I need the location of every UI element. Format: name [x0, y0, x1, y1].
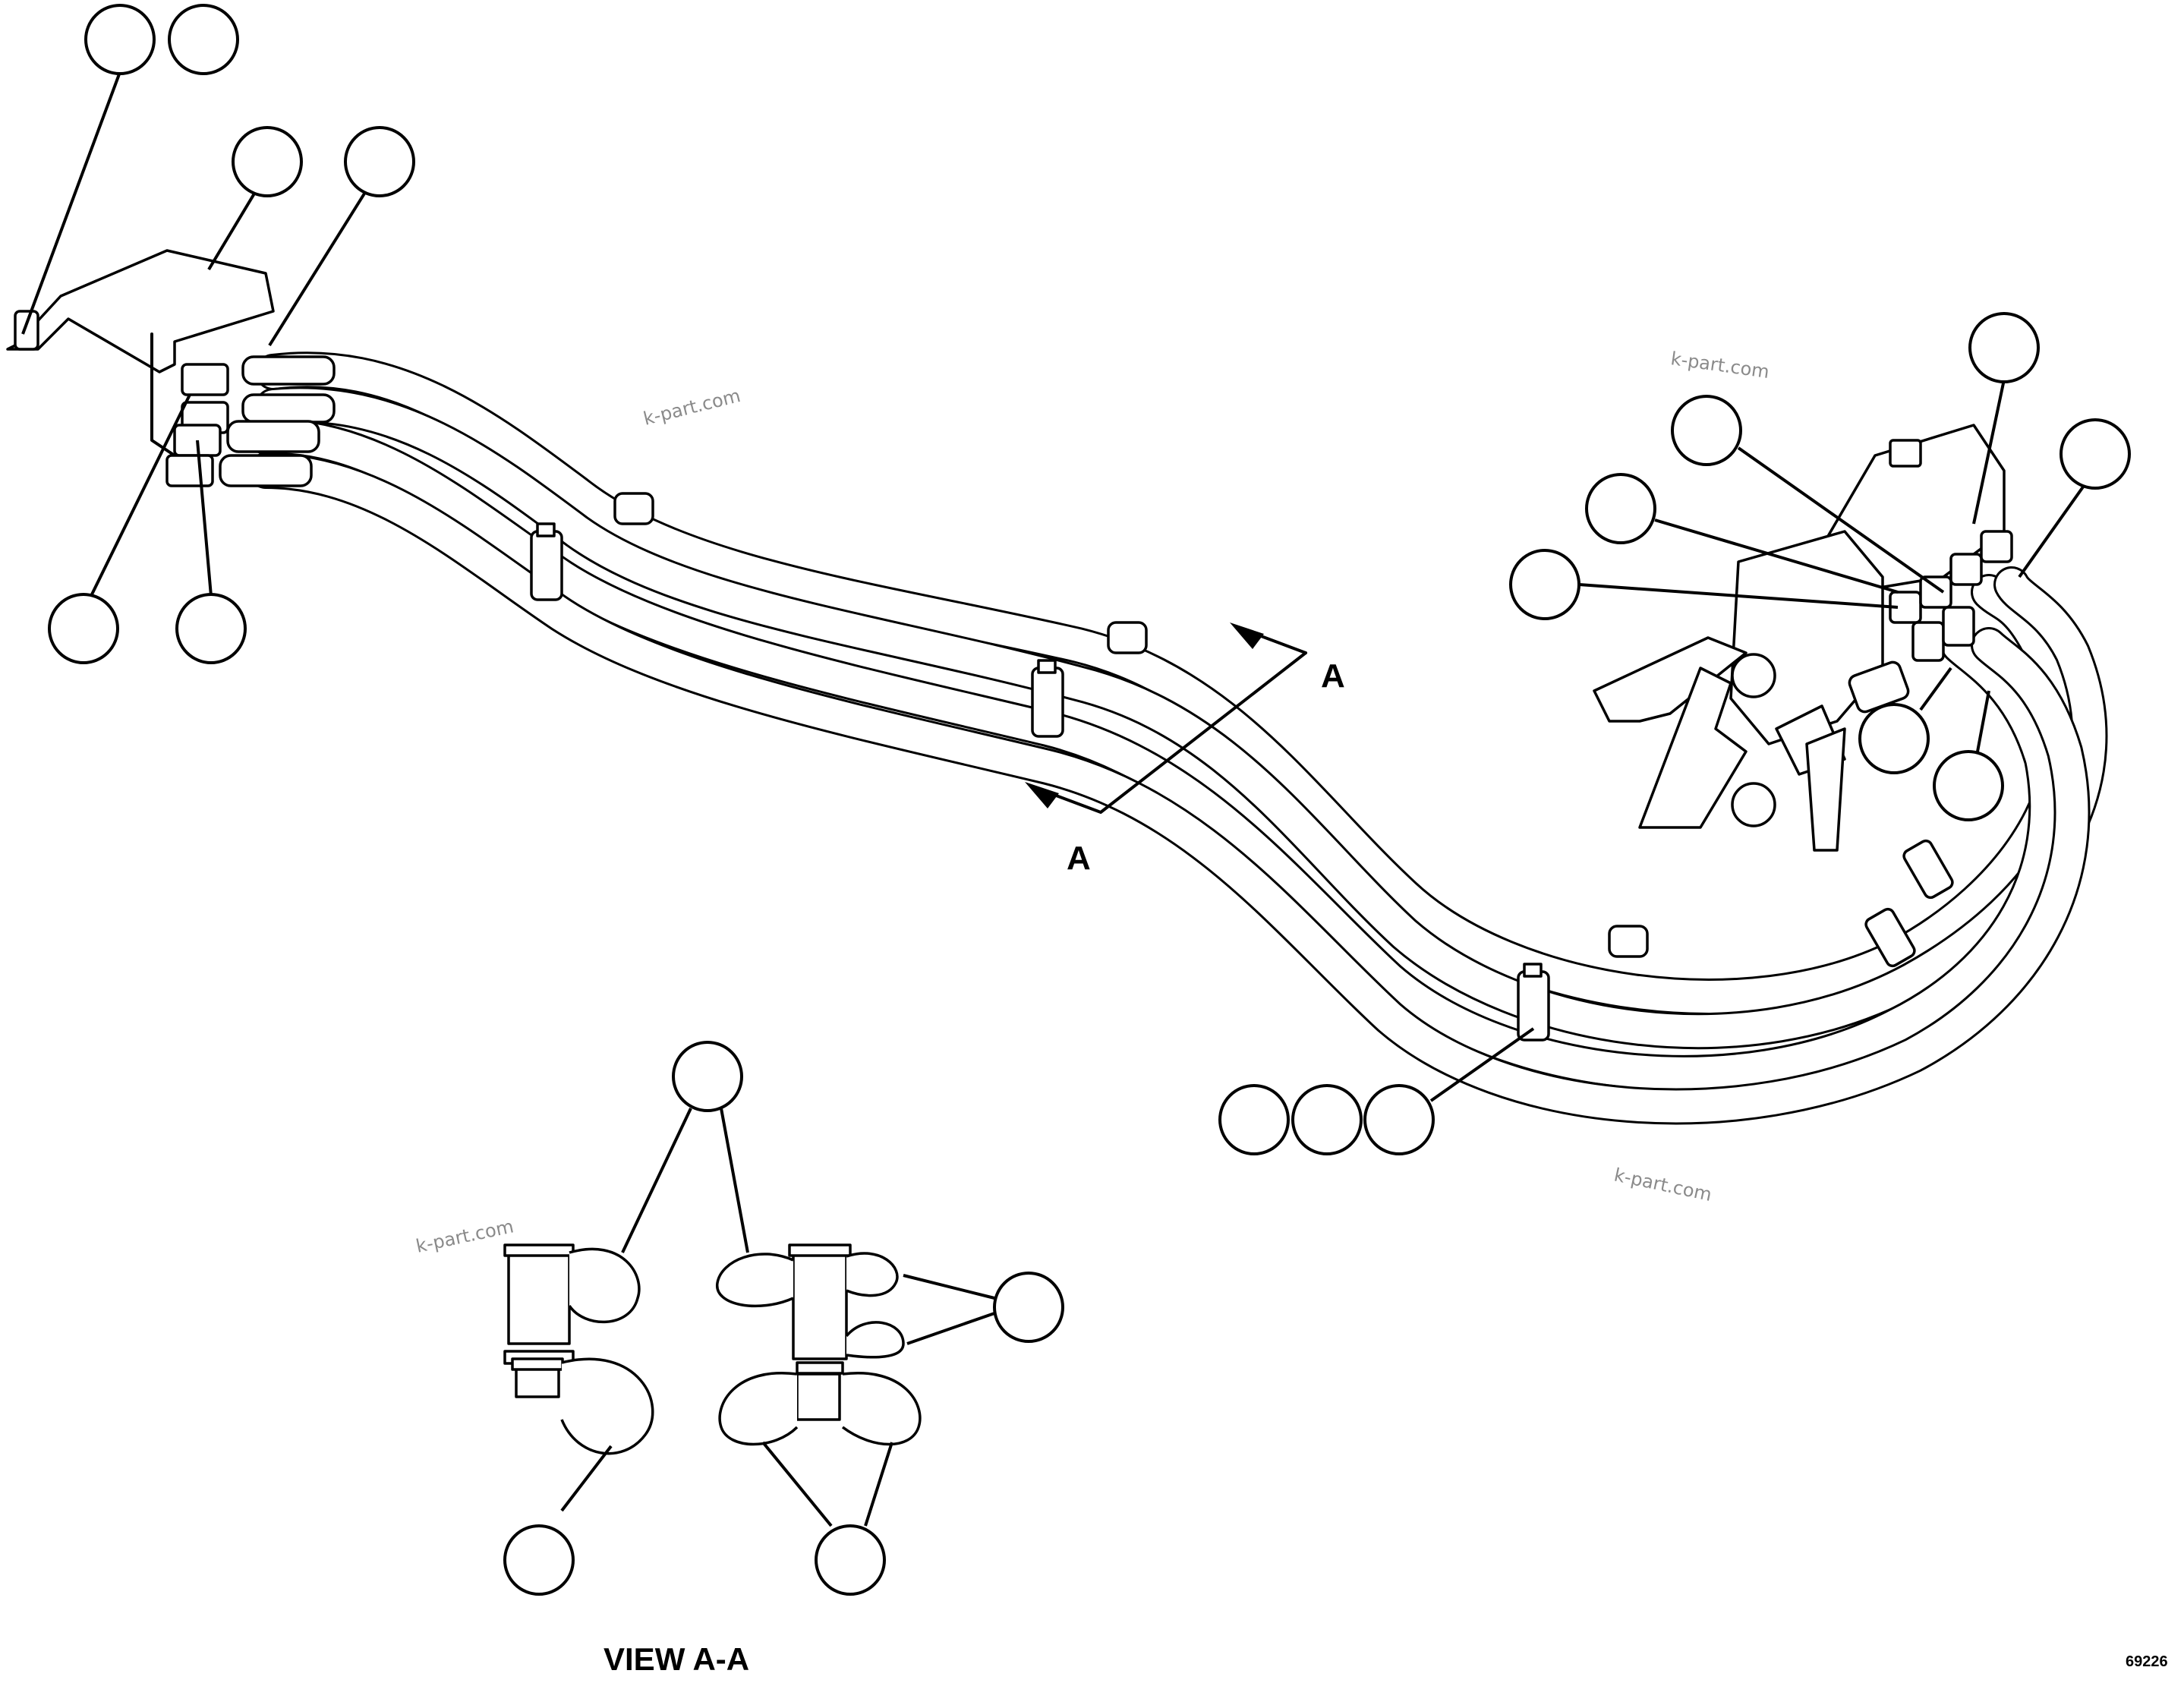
watermark-3: k-part.com: [414, 1215, 515, 1257]
section-arrow-label-bottom: A: [1067, 840, 1091, 877]
watermark-2: k-part.com: [1669, 348, 1770, 383]
callout-bubble: [672, 1041, 743, 1112]
callouts: [21, 4, 2131, 1155]
drawing-number: 69226: [2126, 1653, 2168, 1670]
callout-bubble: [84, 4, 156, 75]
callout-bubble: [1671, 395, 1742, 466]
callout-bubble: [1585, 473, 1656, 544]
hose-clamps: [530, 492, 1954, 1042]
clamp-2: [1031, 621, 1148, 738]
callout-bubble: [1291, 1084, 1363, 1155]
control-valve-assembly: [1593, 424, 2013, 852]
watermark-4: k-part.com: [1612, 1164, 1714, 1206]
callout-bubble: [232, 126, 303, 197]
callout-bubble: [48, 593, 119, 664]
callout-bubble: [1363, 1084, 1435, 1155]
section-cut-line: [1025, 622, 1307, 814]
callout-bubble: [175, 593, 247, 664]
clamp-1: [530, 492, 654, 601]
section-arrow-label-top: A: [1321, 657, 1345, 695]
left-mounting-bracket: [6, 249, 336, 487]
callout-bubble: [2060, 418, 2131, 490]
callout-bubble: [1858, 703, 1930, 774]
callout-bubble: [1509, 549, 1580, 620]
watermark-1: k-part.com: [641, 385, 743, 430]
callout-bubble: [993, 1272, 1064, 1343]
view-a-a-title: VIEW A-A: [604, 1641, 749, 1677]
detail-clamp-left: [503, 1243, 654, 1455]
hose-bundle: [247, 351, 2108, 1125]
callout-bubble: [1218, 1084, 1290, 1155]
callout-bubble: [1968, 312, 2040, 383]
callout-bubble: [503, 1524, 575, 1596]
callout-bubble: [1933, 750, 2004, 821]
callout-bubble: [344, 126, 415, 197]
view-a-a-detail: [503, 1041, 1064, 1596]
clamp-3: [1517, 925, 1649, 1042]
callout-bubble: [168, 4, 239, 75]
clamp-4: [1864, 839, 1954, 968]
callout-bubble: [815, 1524, 886, 1596]
detail-clamp-right: [716, 1243, 922, 1446]
